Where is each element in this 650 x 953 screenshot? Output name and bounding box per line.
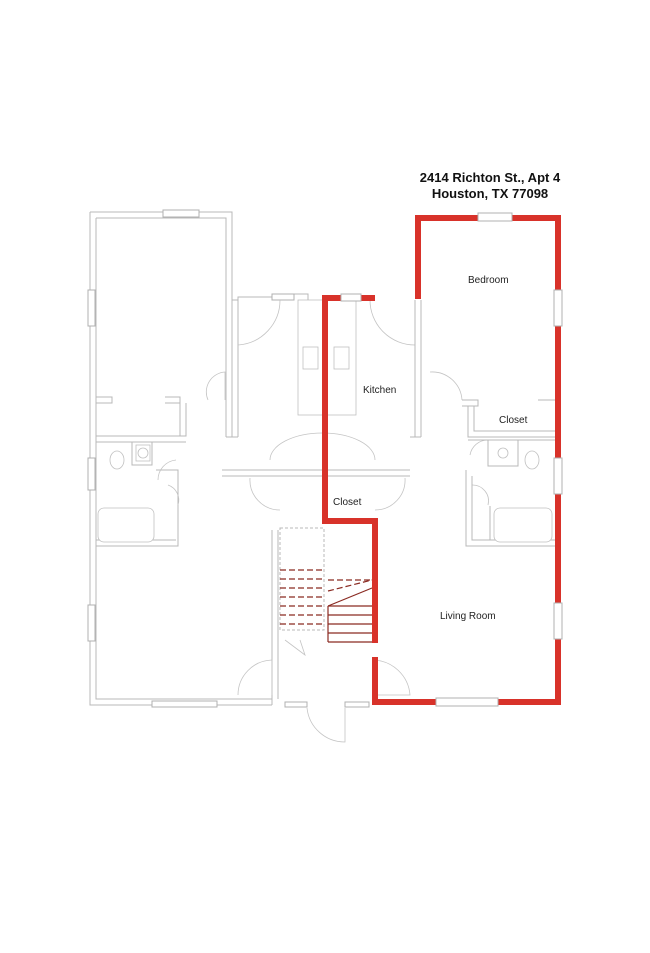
bathtub-right — [493, 507, 553, 543]
staircase — [279, 527, 373, 643]
left-unit-walls — [89, 211, 410, 706]
apartment-4-windows — [340, 212, 563, 708]
label-bedroom-closet: Closet — [499, 415, 528, 426]
sink-left — [302, 346, 319, 370]
address-line-2: Houston, TX 77098 — [431, 186, 549, 201]
sink-right — [333, 346, 350, 370]
address-block: 2414 Richton St., Apt 4 Houston, TX 7709… — [380, 170, 600, 202]
toilet-left — [109, 450, 125, 470]
bathtub-left — [97, 507, 155, 543]
label-living-room: Living Room — [440, 611, 496, 622]
apartment-4-outline — [322, 215, 561, 705]
right-unit-interior-walls — [410, 300, 555, 547]
left-unit-windows — [87, 209, 308, 708]
label-hall-closet: Closet — [333, 497, 362, 508]
label-bedroom: Bedroom — [468, 275, 509, 286]
sink-right-bath — [497, 447, 509, 459]
doors — [157, 299, 489, 743]
label-kitchen: Kitchen — [363, 385, 396, 396]
address-line-1: 2414 Richton St., Apt 4 — [419, 170, 561, 185]
toilet-right — [524, 450, 540, 470]
